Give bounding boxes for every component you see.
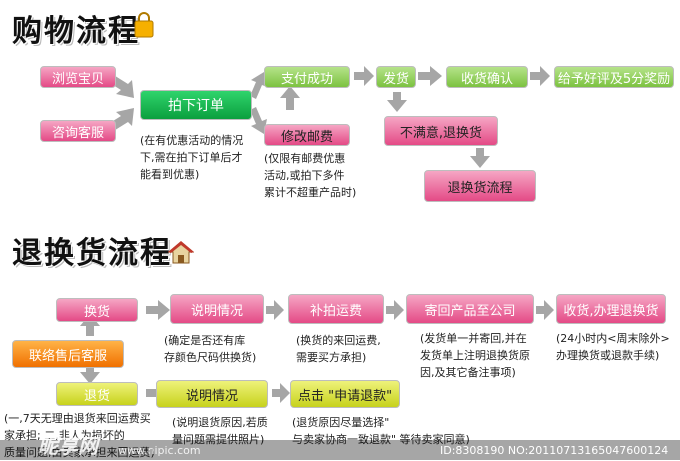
praise-reward-node: 给予好评及5分奖励: [554, 66, 674, 88]
note-line: 累计不超重产品时): [264, 186, 357, 199]
unsatisfied-return-node: 不满意,退换货: [384, 116, 498, 146]
ship-node: 发货: [376, 66, 416, 88]
receive-process-node: 收货,办理退换货: [556, 294, 666, 324]
note-line: 下,需在拍下订单后才: [140, 151, 243, 164]
note-line: (说明退货原因,若质: [172, 416, 268, 429]
note-line: 能看到优惠): [140, 168, 200, 181]
house-icon: [167, 240, 195, 268]
explain-refund-note: (说明退货原因,若质 量问题需提供照片): [172, 414, 268, 448]
arrow-pay-to-ship: [354, 66, 374, 86]
note-line: 质量问题,由卖家承担来回运费): [4, 446, 155, 459]
apply-refund-node: 点击 "申请退款": [290, 380, 400, 408]
note-line: (在有优惠活动的情况: [140, 134, 244, 147]
arrow-receive-to-praise: [530, 66, 550, 86]
watermark-id: ID:8308190 NO:20110713165047600124: [440, 444, 669, 457]
arrow-send-to-receive: [536, 300, 554, 320]
note-line: 活动,或拍下多件: [264, 169, 345, 182]
note-line: 量问题需提供照片): [172, 433, 265, 446]
arrow-explain-to-supplement: [266, 300, 284, 320]
note-line: (确定是否还有库: [164, 334, 246, 347]
modify-postage-node: 修改邮费: [264, 124, 350, 146]
send-back-note: (发货单一并寄回,并在 发货单上注明退换货原 因,及其它备注事项): [420, 330, 530, 381]
note-line: (发货单一并寄回,并在: [420, 332, 527, 345]
note-line: (一,7天无理由退货来回运费买: [4, 412, 151, 425]
arrow-contact-to-exchange: [80, 314, 100, 336]
arrow-exchange-to-explain: [146, 300, 170, 320]
note-line: 发货单上注明退换货原: [420, 349, 530, 362]
return-flow-node: 退换货流程: [424, 170, 536, 202]
note-line: (换货的来回运费,: [296, 334, 381, 347]
arrow-supplement-to-send: [386, 300, 404, 320]
explain-exchange-node: 说明情况: [170, 294, 264, 324]
arrow-order-to-pay: [250, 72, 267, 99]
note-line: 办理换货或退款手续): [556, 349, 660, 362]
postage-note: (仅限有邮费优惠 活动,或拍下多件 累计不超重产品时): [264, 150, 356, 201]
exchange-node: 换货: [56, 298, 138, 322]
arrow-contact-to-refund: [80, 364, 100, 384]
send-back-node: 寄回产品至公司: [406, 294, 534, 324]
arrow-modify-to-pay: [280, 86, 300, 110]
watermark-logo: 昵享网: [38, 434, 98, 458]
arrow-order-to-modify: [250, 107, 267, 134]
return-flow-title: 退换货流程: [12, 236, 172, 271]
arrow-unsatisfied-to-return: [470, 148, 490, 168]
order-note: (在有优惠活动的情况 下,需在拍下订单后才 能看到优惠): [140, 132, 243, 183]
contact-aftersales-node: 联络售后客服: [12, 340, 124, 368]
note-line: 因,及其它备注事项): [420, 366, 516, 379]
browse-items-node: 浏览宝贝: [40, 66, 116, 88]
note-line: 家承担; 二,非人为损坏的: [4, 429, 125, 442]
note-line: 存颜色尺码供换货): [164, 351, 257, 364]
watermark-site: www.nipic.com: [118, 444, 201, 457]
note-line: 需要买方承担): [296, 351, 367, 364]
note-line: (24小时内<周末除外>: [556, 332, 670, 345]
receipt-confirm-node: 收货确认: [446, 66, 528, 88]
payment-success-node: 支付成功: [264, 66, 350, 88]
arrow-explain2-to-apply: [272, 383, 290, 403]
receive-process-note: (24小时内<周末除外> 办理换货或退款手续): [556, 330, 670, 364]
explain-refund-node: 说明情况: [156, 380, 268, 408]
watermark-bar: [0, 440, 680, 460]
supplement-shipping-node: 补拍运费: [288, 294, 384, 324]
note-line: (仅限有邮费优惠: [264, 152, 346, 165]
explain-exchange-note: (确定是否还有库 存颜色尺码供换货): [164, 332, 256, 366]
arrow-ship-to-receive: [418, 66, 442, 86]
supplement-note: (换货的来回运费, 需要买方承担): [296, 332, 381, 366]
arrow-ship-to-unsatisfied: [387, 92, 407, 112]
note-line: 与卖家协商一致退款" 等待卖家同意): [292, 433, 470, 446]
consult-service-node: 咨询客服: [40, 120, 116, 142]
refund-node: 退货: [56, 382, 138, 406]
shopping-flow-title: 购物流程: [12, 14, 140, 49]
apply-refund-note: (退货原因尽量选择" 与卖家协商一致退款" 等待卖家同意): [292, 414, 470, 448]
note-line: (退货原因尽量选择": [292, 416, 390, 429]
place-order-node: 拍下订单: [140, 90, 252, 120]
shopping-bag-icon: [134, 12, 154, 42]
refund-note: (一,7天无理由退货来回运费买 家承担; 二,非人为损坏的 质量问题,由卖家承担…: [4, 410, 155, 461]
